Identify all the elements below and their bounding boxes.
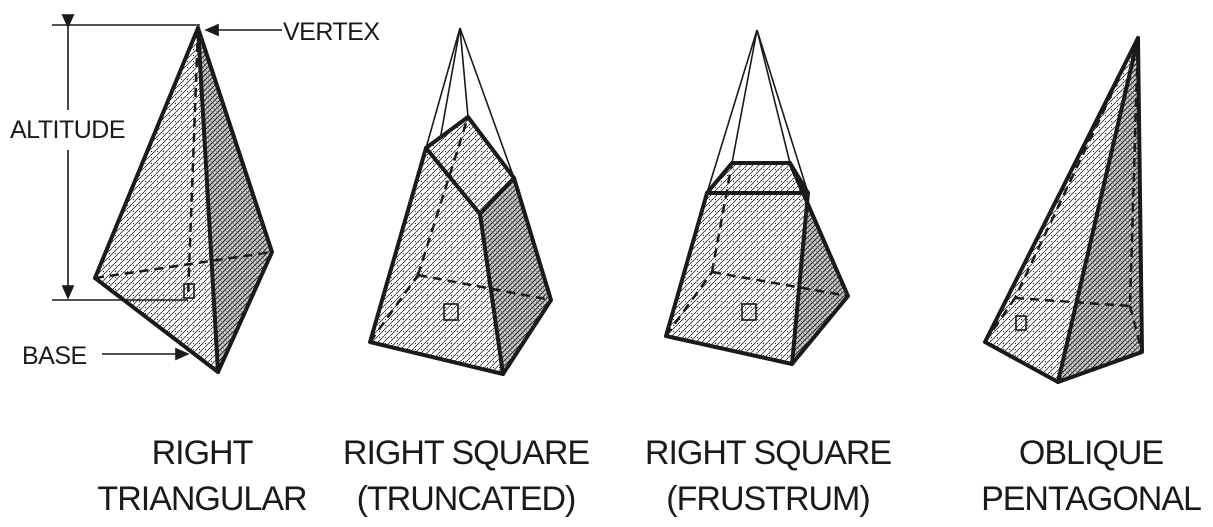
right-square-frustrum-pyramid: [664, 29, 850, 366]
altitude-label: ALTITUDE: [10, 116, 125, 144]
caption-line2: (TRUNCATED): [357, 480, 576, 518]
caption-line2: (FRUSTRUM): [666, 480, 869, 518]
right-triangular-pyramid: [93, 26, 274, 374]
caption-right-triangular: RIGHT TRIANGULAR: [97, 434, 307, 518]
caption-line1: OBLIQUE: [1019, 434, 1163, 472]
base-label: BASE: [22, 342, 87, 370]
caption-line1: RIGHT: [152, 434, 253, 472]
caption-right-square-frustrum: RIGHT SQUARE (FRUSTRUM): [645, 434, 893, 518]
right-square-truncated-pyramid: [368, 27, 553, 376]
oblique-pentagonal-pyramid: [983, 36, 1144, 384]
altitude-dimension: [52, 14, 200, 301]
caption-right-square-truncated: RIGHT SQUARE (TRUNCATED): [343, 434, 591, 518]
caption-line1: RIGHT SQUARE: [645, 434, 892, 472]
caption-line2: TRIANGULAR: [97, 480, 306, 518]
vertex-label: VERTEX: [283, 18, 380, 46]
caption-oblique-pentagonal: OBLIQUE PENTAGONAL: [981, 434, 1202, 518]
caption-line1: RIGHT SQUARE: [343, 434, 590, 472]
caption-line2: PENTAGONAL: [981, 480, 1201, 518]
